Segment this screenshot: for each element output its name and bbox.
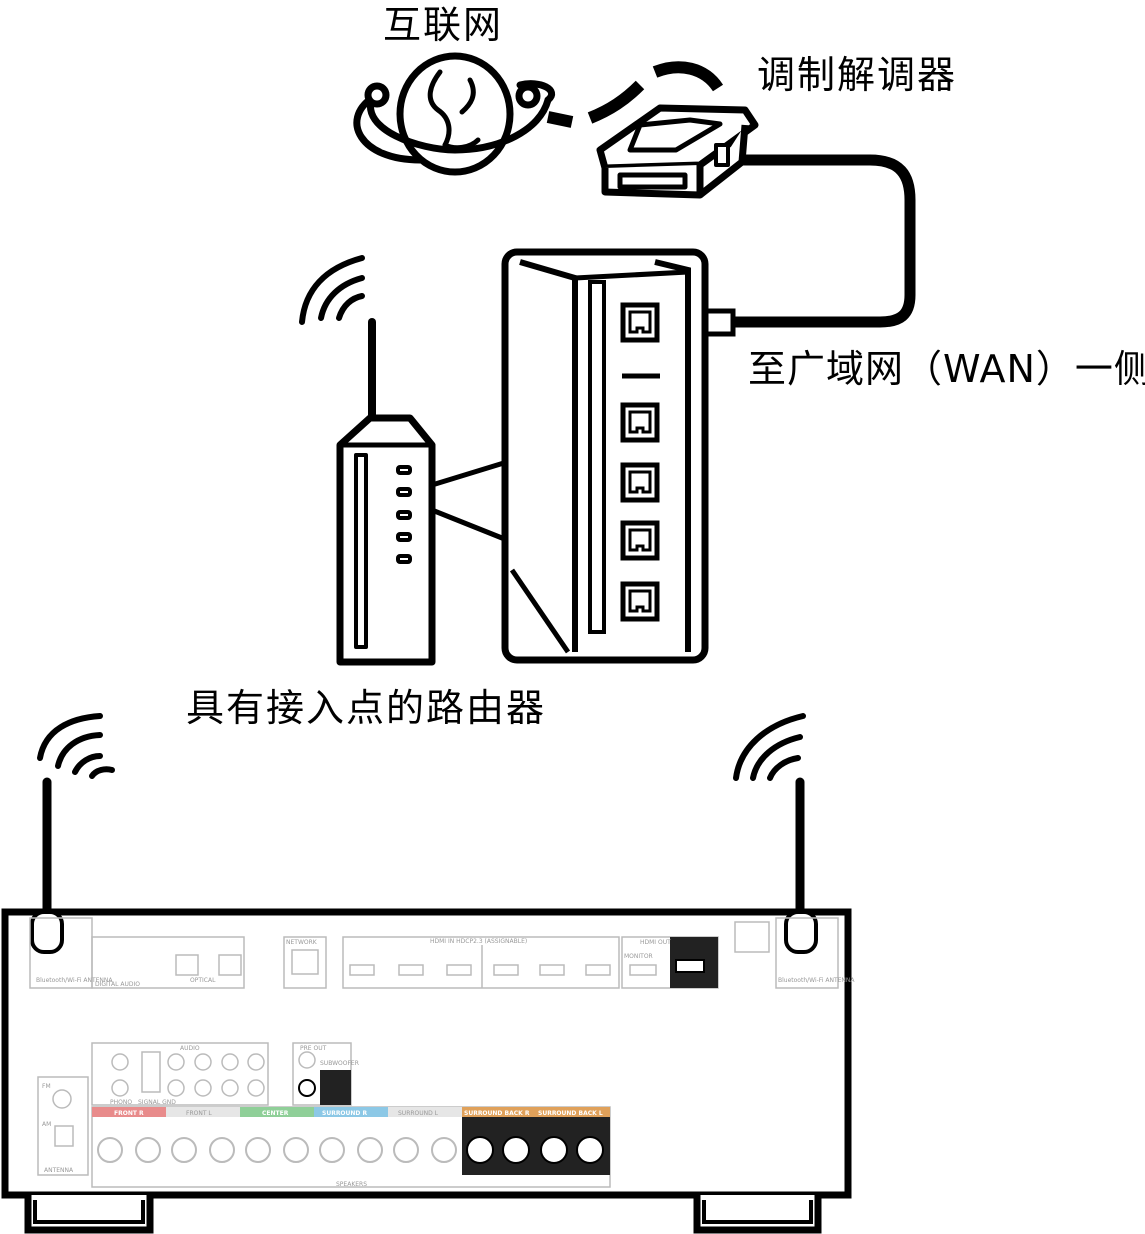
analog-audio-block	[91, 1042, 269, 1106]
network-label: NETWORK	[286, 939, 318, 946]
speaker-group-center: CENTER	[262, 1110, 289, 1117]
speaker-group-front-r: FRONT R	[114, 1110, 144, 1117]
wan-side-label: 至广域网（WAN）一侧	[748, 347, 1145, 391]
ethernet-port-icon	[620, 520, 660, 561]
pre-out-block	[292, 1042, 352, 1106]
optical-label: OPTICAL	[190, 977, 216, 984]
hdmi-out-block	[621, 936, 719, 989]
modem-icon	[596, 104, 759, 199]
ethernet-port-icon	[620, 302, 660, 343]
receiver-antenna-left	[37, 713, 115, 917]
router-wifi-icon	[299, 255, 365, 325]
wireless-link	[546, 61, 724, 128]
fm-am-antenna-block	[37, 1076, 89, 1176]
digital-audio-block	[91, 936, 245, 989]
antenna-label: ANTENNA	[44, 1167, 74, 1174]
hdmi-out-label: HDMI OUT	[640, 939, 671, 946]
ethernet-port-icon	[620, 581, 660, 622]
speaker-group-surround-back-l: SURROUND BACK L	[538, 1110, 603, 1117]
speaker-group-surround-r: SURROUND R	[322, 1110, 367, 1117]
internet-label: 互联网	[383, 3, 504, 47]
speaker-group-surround-l: SURROUND L	[398, 1110, 439, 1117]
router-icon	[299, 255, 510, 666]
speaker-group-surround-back-r: SURROUND BACK R	[464, 1110, 530, 1117]
audio-label: AUDIO	[180, 1045, 200, 1052]
antenna-left-label: Bluetooth/Wi-Fi ANTENNA	[36, 977, 113, 984]
network-port	[283, 936, 327, 989]
receiver-antenna-right	[733, 713, 806, 917]
wan-cable	[735, 154, 916, 328]
ethernet-port-icon	[620, 402, 660, 443]
speaker-group-front-l: FRONT L	[186, 1110, 212, 1117]
ethernet-port-icon	[620, 462, 660, 503]
globe-icon	[353, 52, 555, 176]
antenna-right-label: Bluetooth/Wi-Fi ANTENNA	[778, 977, 855, 984]
digital-audio-label: DIGITAL AUDIO	[95, 981, 140, 988]
hdmi-in-block	[342, 936, 620, 989]
pre-out-label: PRE OUT	[300, 1045, 327, 1052]
subwoofer-label: SUBWOOFER	[320, 1060, 359, 1067]
monitor-label: MONITOR	[624, 953, 653, 960]
fm-label: FM	[42, 1083, 51, 1090]
router-label: 具有接入点的路由器	[186, 686, 547, 730]
router-detail-panel	[501, 248, 709, 664]
av-receiver: Bluetooth/Wi-Fi ANTENNA Bluetooth/Wi-Fi …	[1, 908, 855, 1234]
hdmi-in-label: HDMI IN HDCP2.3 (ASSIGNABLE)	[430, 938, 527, 945]
am-label: AM	[42, 1121, 51, 1128]
phono-label: PHONO	[110, 1099, 132, 1106]
speakers-label: SPEAKERS	[336, 1181, 367, 1188]
modem-label: 调制解调器	[757, 53, 958, 97]
speaker-terminals	[91, 1106, 611, 1188]
signal-gnd-label: SIGNAL GND	[138, 1099, 176, 1106]
